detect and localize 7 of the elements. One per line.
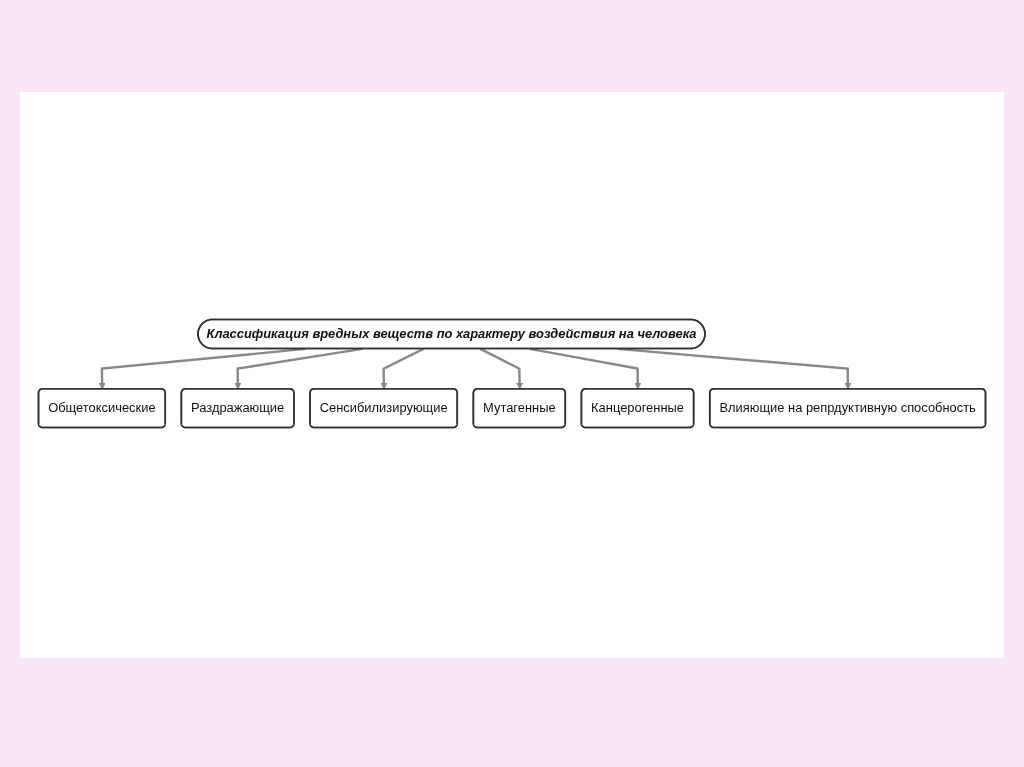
diagram-panel: Классификация вредных веществ по характеру воздействия на человека Общетоксические Раздражающие Сенсибилизирующие Мутагенные Канцерогенные Влияющие на репрдуктивную способность xyxy=(20,92,1004,658)
arrow xyxy=(380,347,425,390)
arrow xyxy=(234,347,363,390)
arrow xyxy=(479,347,524,390)
arrow xyxy=(98,347,306,390)
arrow xyxy=(617,347,852,390)
arrow xyxy=(529,347,642,390)
